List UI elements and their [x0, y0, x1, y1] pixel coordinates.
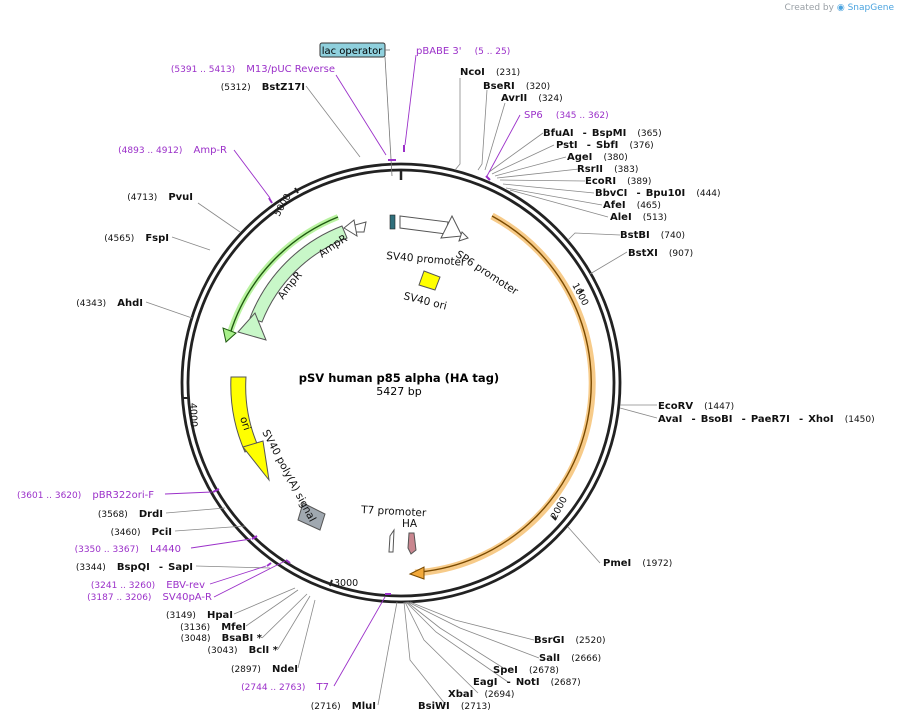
- plasmid-name: pSV human p85 alpha (HA tag): [299, 371, 499, 385]
- lac-operator-leader: [384, 56, 393, 177]
- enzyme-leader-lines: [145, 78, 658, 706]
- enzyme-label[interactable]: XbaI (2694): [448, 682, 514, 701]
- sv40-promoter-arrowhead: [440, 214, 463, 239]
- enzyme-label[interactable]: PmeI (1972): [603, 551, 672, 570]
- enzyme-label[interactable]: AvaI - BsoBI - PaeR7I - XhoI (1450): [658, 407, 875, 426]
- enzyme-label[interactable]: BfuAI - BspMI (365): [543, 121, 662, 140]
- lac-operator-callout[interactable]: lac operator: [319, 42, 390, 58]
- enzyme-label[interactable]: EcoRI (389): [585, 169, 651, 188]
- enzyme-label[interactable]: (2716) MluI: [311, 694, 376, 713]
- ampr-outer-arrowhead: [222, 327, 237, 343]
- primer-label[interactable]: (2744 .. 2763) T7: [241, 675, 329, 694]
- tick-label-4000: 4000: [187, 403, 199, 428]
- enzyme-label[interactable]: AfeI (465): [603, 193, 661, 212]
- sp6-promoter-feature[interactable]: [458, 231, 469, 242]
- ori-arrowhead: [242, 440, 270, 482]
- enzyme-label[interactable]: (3043) BclI *: [208, 638, 279, 657]
- enzyme-label[interactable]: (5312) BstZ17I: [221, 75, 305, 94]
- sv40-ori-label: SV40 ori: [402, 290, 448, 312]
- ampr-promoter-arrowhead: [343, 219, 358, 238]
- enzyme-label[interactable]: BstBI (740): [620, 223, 685, 242]
- enzyme-label[interactable]: BsiWI (2713): [418, 694, 491, 713]
- enzyme-label[interactable]: RsrII (383): [577, 157, 638, 176]
- t7-promoter-label: T7 promoter: [360, 504, 427, 519]
- plasmid-size: 5427 bp: [376, 385, 421, 398]
- enzyme-label[interactable]: (2897) NdeI: [231, 657, 298, 676]
- enzyme-label[interactable]: EcoRV (1447): [658, 394, 734, 413]
- insert-feature-arrowhead: [408, 566, 425, 580]
- primer-label[interactable]: (3187 .. 3206) SV40pA-R: [87, 585, 212, 604]
- ampr-feature[interactable]: [249, 225, 348, 323]
- enzyme-labels: NcoI (231) BseRI (320) AvrII (324) BfuAI…: [76, 60, 875, 713]
- enzyme-label[interactable]: (4343) AhdI: [76, 291, 143, 310]
- enzyme-label[interactable]: SpeI (2678): [493, 658, 559, 677]
- ampr-arrowhead: [237, 312, 267, 341]
- ampr-outer-core: [229, 216, 339, 335]
- sv40-promoter-feature[interactable]: [399, 215, 449, 235]
- primer-label[interactable]: (3241 .. 3260) EBV-rev: [91, 573, 205, 592]
- ori-label: ori: [237, 415, 253, 432]
- enzyme-label[interactable]: AvrII (324): [501, 86, 563, 105]
- enzyme-label[interactable]: EagI - NotI (2687): [473, 670, 581, 689]
- insert-feature-core: [419, 215, 592, 573]
- enzyme-label[interactable]: AleI (513): [610, 205, 667, 224]
- tick-label-3000: 3000: [334, 578, 358, 589]
- enzyme-label[interactable]: (4565) FspI: [104, 226, 169, 245]
- enzyme-label[interactable]: (3136) MfeI: [180, 615, 246, 634]
- enzyme-label[interactable]: BseRI (320): [483, 74, 550, 93]
- primer-label[interactable]: (5391 .. 5413) M13/pUC Reverse: [171, 57, 335, 76]
- snapgene-logo-icon: ◉: [836, 3, 845, 13]
- enzyme-label[interactable]: (3568) DrdI: [98, 502, 163, 521]
- enzyme-label[interactable]: BsrGI (2520): [534, 628, 605, 647]
- primer-leader-lines: [164, 54, 521, 687]
- enzyme-label[interactable]: (3460) PciI: [111, 520, 172, 539]
- credit-prefix: Created by: [784, 3, 834, 13]
- ha-feature[interactable]: [407, 532, 417, 555]
- enzyme-label[interactable]: NcoI (231): [460, 60, 520, 79]
- ha-label: HA: [402, 518, 418, 530]
- enzyme-label[interactable]: BstXI (907): [628, 241, 693, 260]
- primer-labels: pBABE 3' (5 .. 25) (5391 .. 5413) M13/pU…: [17, 39, 609, 694]
- primer-label[interactable]: SP6 (345 .. 362): [524, 103, 609, 122]
- primer-markers: [212, 145, 491, 595]
- enzyme-label[interactable]: PstI - SbfI (376): [556, 133, 654, 152]
- primer-label[interactable]: (3350 .. 3367) L4440: [75, 537, 181, 556]
- ampr-promoter-label: AmpR promoter: [0, 0, 352, 260]
- ori-feature[interactable]: [230, 376, 259, 453]
- sv40-ori-feature[interactable]: [418, 270, 441, 291]
- primer-label[interactable]: (3601 .. 3620) pBR322ori-F: [17, 483, 154, 502]
- credit-brand: SnapGene: [847, 3, 894, 13]
- sv40-polya-feature[interactable]: [297, 502, 326, 531]
- primer-label[interactable]: (4893 .. 4912) Amp-R: [118, 138, 227, 157]
- enzyme-label[interactable]: SalI (2666): [539, 646, 601, 665]
- enzyme-label[interactable]: (3149) HpaI: [166, 603, 233, 622]
- lac-operator-label: lac operator: [322, 46, 383, 57]
- enzyme-label[interactable]: BbvCI - Bpu10I (444): [595, 181, 721, 200]
- enzyme-label[interactable]: AgeI (380): [567, 145, 628, 164]
- lac-operator-marker[interactable]: [389, 214, 396, 230]
- t7-promoter-feature[interactable]: [388, 528, 395, 553]
- sp6-promoter-label: SP6 promoter: [453, 248, 520, 298]
- enzyme-label[interactable]: (4713) PvuI: [127, 185, 193, 204]
- enzyme-label[interactable]: (3344) BspQI - SapI: [76, 555, 193, 574]
- snapgene-credit: Created by ◉ SnapGene: [784, 3, 894, 13]
- sv40-promoter-label: SV40 promoter: [386, 250, 467, 269]
- primer-label[interactable]: pBABE 3' (5 .. 25): [416, 39, 510, 58]
- enzyme-label[interactable]: (3048) BsaBI *: [181, 626, 263, 645]
